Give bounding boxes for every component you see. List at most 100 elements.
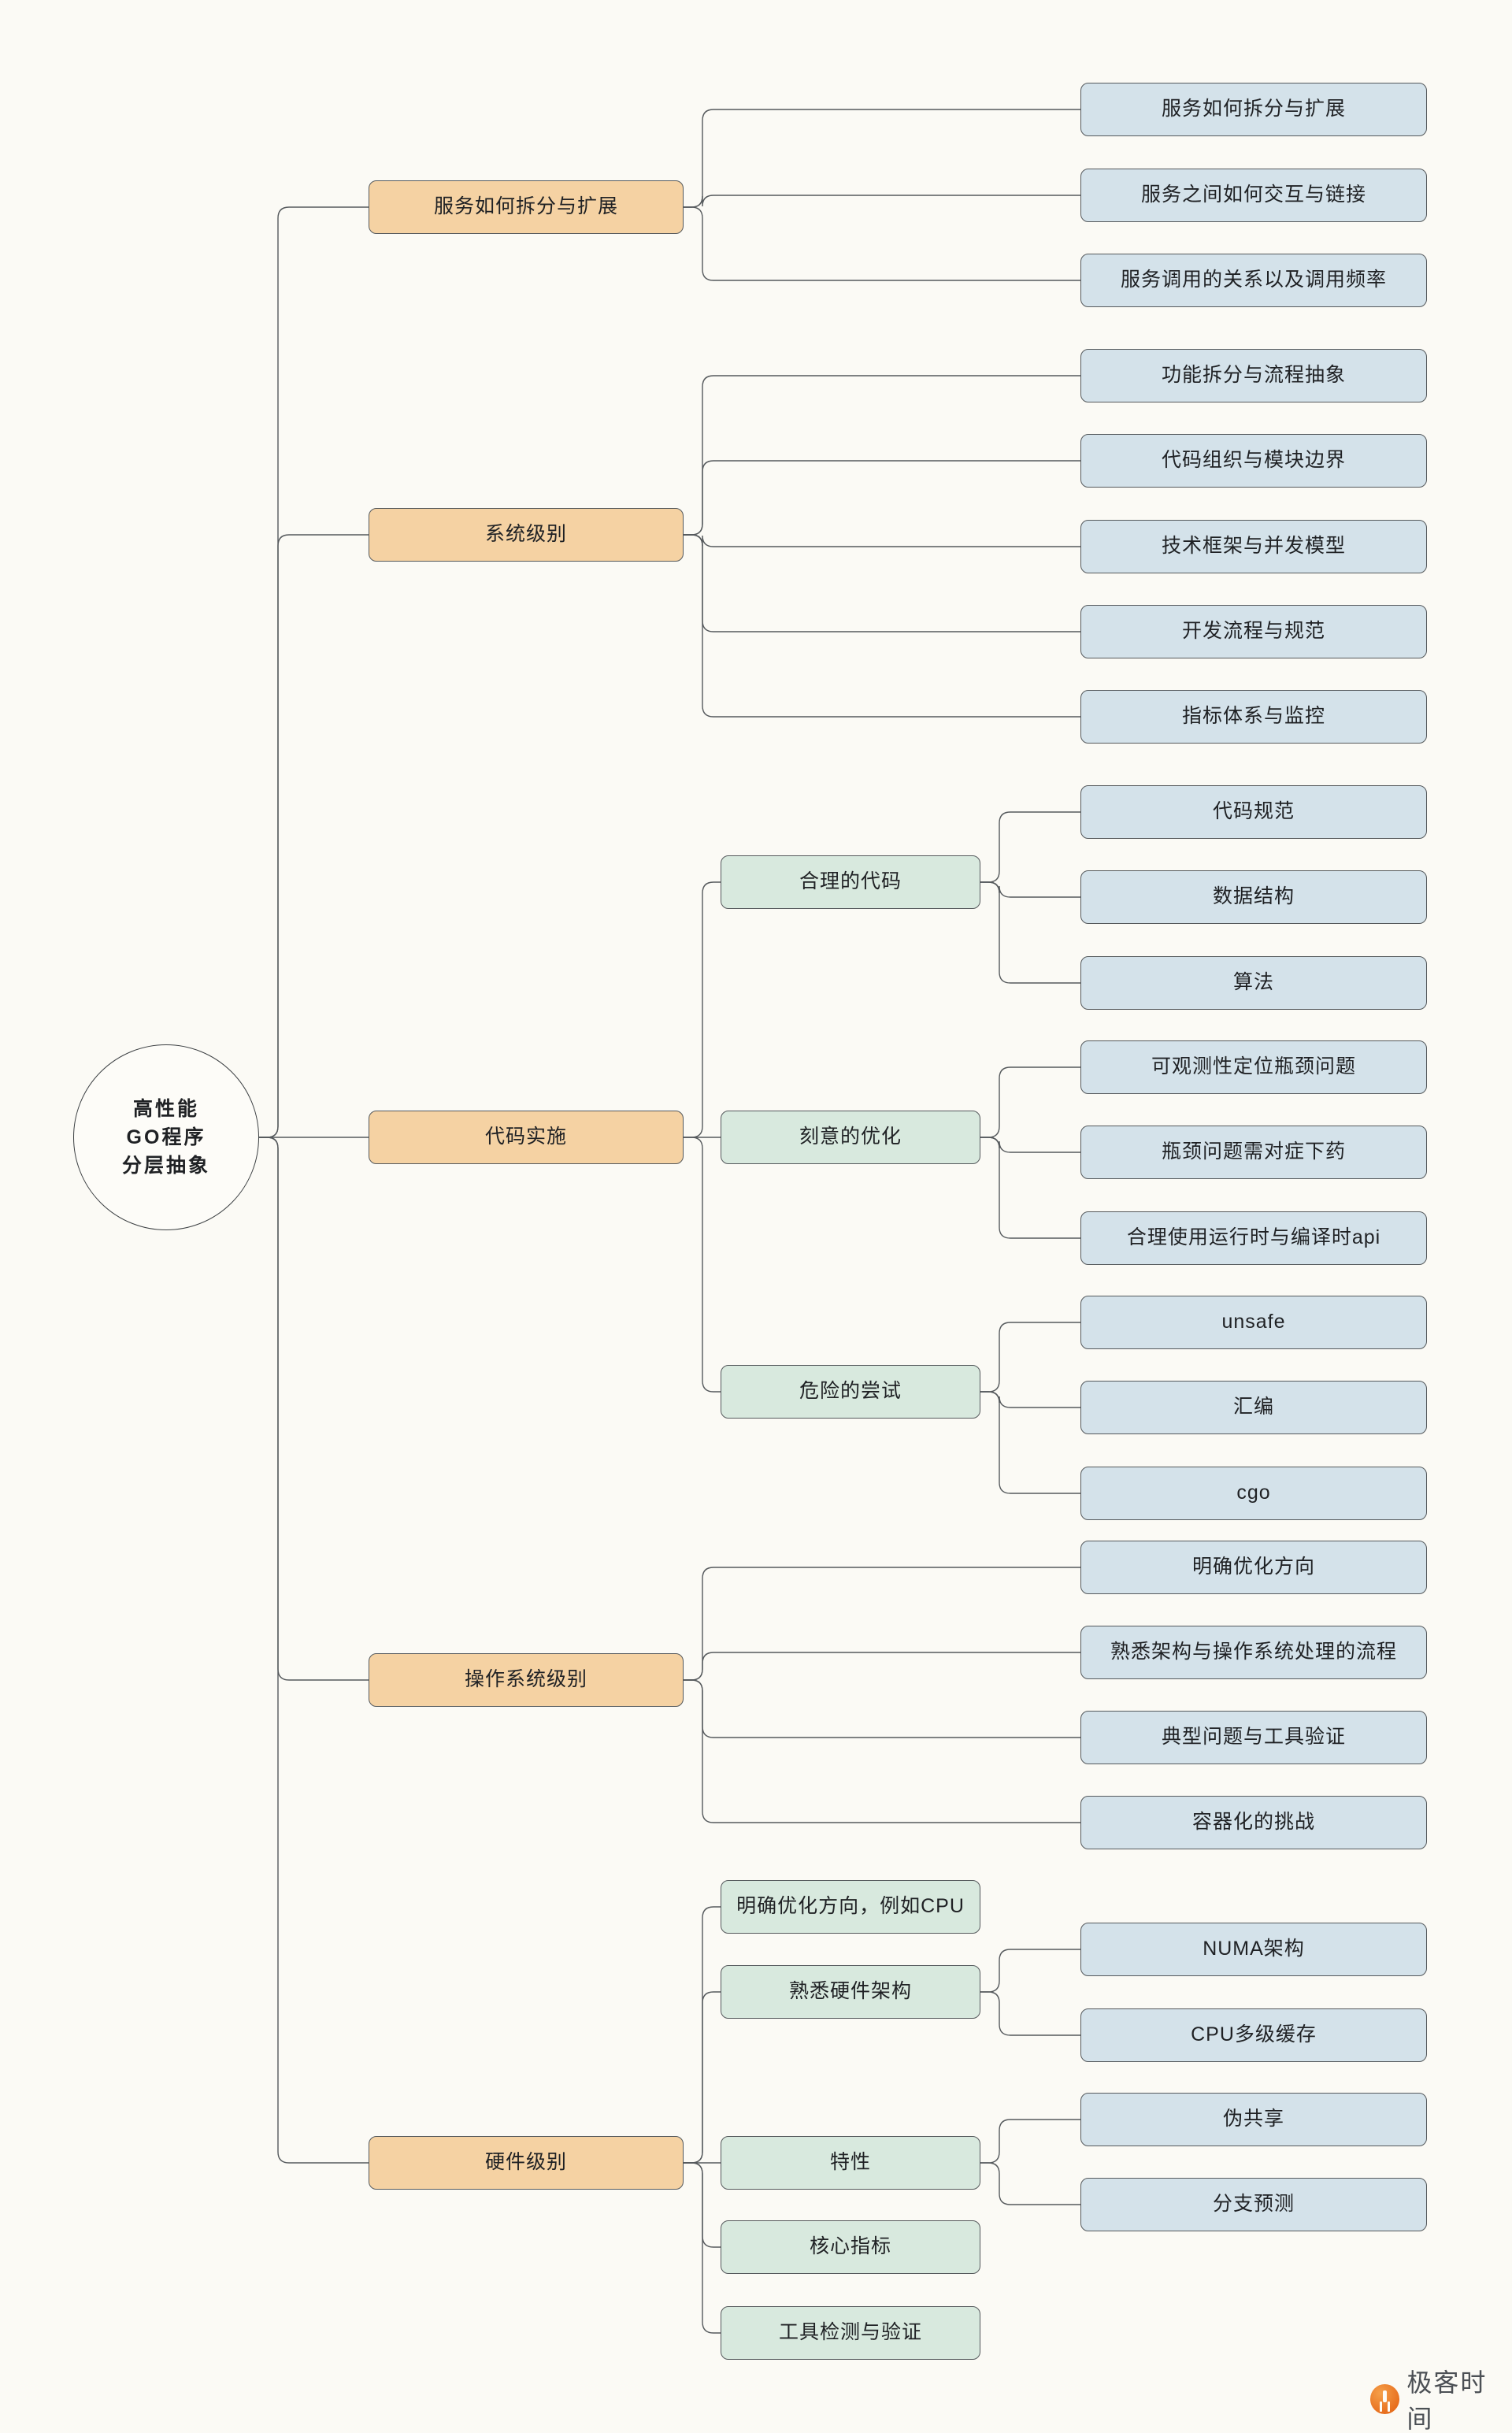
leaf-3-2[interactable]: 典型问题与工具验证 (1080, 1711, 1427, 1764)
leaf-2-1-1-label: 瓶颈问题需对症下药 (1161, 1140, 1346, 1163)
edge (684, 1137, 721, 1393)
leaf-2-0-1-label: 数据结构 (1212, 885, 1295, 908)
edge (684, 1652, 1080, 1681)
branch-1[interactable]: 系统级别 (369, 508, 684, 562)
leaf-1-2[interactable]: 技术框架与并发模型 (1080, 520, 1427, 573)
leaf-2-0-2[interactable]: 算法 (1080, 956, 1427, 1010)
leaf-2-2-0-label: unsafe (1221, 1311, 1286, 1333)
leaf-3-3-label: 容器化的挑战 (1191, 1811, 1315, 1834)
watermark-label: 极客时间 (1406, 2368, 1488, 2433)
sub-4-1-label: 熟悉硬件架构 (788, 1980, 912, 2003)
branch-4-label: 硬件级别 (484, 2151, 567, 2174)
leaf-3-0[interactable]: 明确优化方向 (1080, 1541, 1427, 1594)
edge (684, 109, 1080, 208)
branch-3[interactable]: 操作系统级别 (369, 1653, 684, 1707)
leaf-1-3-label: 开发流程与规范 (1181, 620, 1325, 643)
branch-4[interactable]: 硬件级别 (369, 2136, 684, 2190)
leaf-4-1-1-label: CPU多级缓存 (1191, 2023, 1317, 2046)
sub-4-0[interactable]: 明确优化方向，例如CPU (721, 1880, 980, 1934)
leaf-4-2-0[interactable]: 伪共享 (1080, 2093, 1427, 2146)
edge (259, 1137, 369, 1681)
leaf-1-3[interactable]: 开发流程与规范 (1080, 605, 1427, 658)
leaf-3-3[interactable]: 容器化的挑战 (1080, 1796, 1427, 1849)
edge (980, 1322, 1080, 1393)
edge (259, 534, 369, 1138)
leaf-1-4[interactable]: 指标体系与监控 (1080, 690, 1427, 744)
sub-4-2[interactable]: 特性 (721, 2136, 980, 2190)
sub-4-4[interactable]: 工具检测与验证 (721, 2306, 980, 2360)
leaf-3-2-label: 典型问题与工具验证 (1161, 1726, 1346, 1749)
leaf-2-0-2-label: 算法 (1232, 971, 1274, 994)
sub-2-0-label: 合理的代码 (799, 870, 902, 893)
leaf-0-2[interactable]: 服务调用的关系以及调用频率 (1080, 254, 1427, 307)
leaf-2-1-1[interactable]: 瓶颈问题需对症下药 (1080, 1126, 1427, 1179)
edge (684, 1567, 1080, 1681)
root-line-2: 分层抽象 (121, 1155, 210, 1178)
sub-4-3[interactable]: 核心指标 (721, 2220, 980, 2274)
leaf-1-0-label: 功能拆分与流程抽象 (1161, 364, 1346, 387)
leaf-2-2-1-label: 汇编 (1232, 1396, 1274, 1419)
edge (684, 460, 1080, 536)
leaf-2-2-0[interactable]: unsafe (1080, 1296, 1427, 1349)
edge (980, 881, 1080, 898)
leaf-2-0-1[interactable]: 数据结构 (1080, 870, 1427, 924)
sub-4-1[interactable]: 熟悉硬件架构 (721, 1965, 980, 2019)
edge (980, 1391, 1080, 1494)
branch-0[interactable]: 服务如何拆分与扩展 (369, 180, 684, 234)
edge (684, 195, 1080, 208)
leaf-2-0-0[interactable]: 代码规范 (1080, 785, 1427, 839)
leaf-3-0-label: 明确优化方向 (1191, 1556, 1315, 1578)
edge (684, 1679, 1080, 1823)
leaf-1-0[interactable]: 功能拆分与流程抽象 (1080, 349, 1427, 402)
edge (980, 1137, 1080, 1239)
branch-3-label: 操作系统级别 (464, 1668, 587, 1691)
sub-4-2-label: 特性 (829, 2151, 871, 2174)
leaf-2-1-2[interactable]: 合理使用运行时与编译时api (1080, 1211, 1427, 1265)
leaf-1-1-label: 代码组织与模块边界 (1161, 449, 1346, 472)
leaf-2-2-1[interactable]: 汇编 (1080, 1381, 1427, 1434)
leaf-4-1-1[interactable]: CPU多级缓存 (1080, 2008, 1427, 2062)
edge (980, 1949, 1080, 1993)
leaf-2-1-0[interactable]: 可观测性定位瓶颈问题 (1080, 1040, 1427, 1094)
geekbang-logo-icon (1370, 2384, 1400, 2414)
edge (684, 2162, 721, 2248)
leaf-2-2-2-label: cgo (1236, 1482, 1271, 1504)
sub-4-4-label: 工具检测与验证 (778, 2321, 922, 2344)
sub-2-0[interactable]: 合理的代码 (721, 855, 980, 909)
edge (684, 1991, 721, 2164)
leaf-2-1-0-label: 可观测性定位瓶颈问题 (1151, 1055, 1356, 1078)
sub-2-1[interactable]: 刻意的优化 (721, 1111, 980, 1164)
edge (684, 1679, 1080, 1738)
leaf-4-1-0-label: NUMA架构 (1203, 1938, 1305, 1960)
leaf-0-1[interactable]: 服务之间如何交互与链接 (1080, 169, 1427, 222)
edge (684, 1906, 721, 2164)
sub-2-1-label: 刻意的优化 (799, 1126, 902, 1148)
edge (684, 881, 721, 1138)
leaf-4-2-0-label: 伪共享 (1222, 2108, 1284, 2131)
leaf-0-2-label: 服务调用的关系以及调用频率 (1120, 269, 1387, 291)
branch-2[interactable]: 代码实施 (369, 1111, 684, 1164)
edge (980, 811, 1080, 883)
leaf-0-0[interactable]: 服务如何拆分与扩展 (1080, 83, 1427, 136)
leaf-2-2-2[interactable]: cgo (1080, 1467, 1427, 1520)
sub-2-2[interactable]: 危险的尝试 (721, 1365, 980, 1419)
edge (684, 534, 1080, 547)
leaf-1-2-label: 技术框架与并发模型 (1161, 535, 1346, 558)
root-line-1: GO程序 (126, 1126, 206, 1148)
leaf-2-1-2-label: 合理使用运行时与编译时api (1126, 1226, 1381, 1249)
branch-0-label: 服务如何拆分与扩展 (433, 195, 618, 218)
leaf-4-1-0[interactable]: NUMA架构 (1080, 1923, 1427, 1976)
edge (259, 206, 369, 1138)
edge (980, 2119, 1080, 2164)
leaf-1-1[interactable]: 代码组织与模块边界 (1080, 434, 1427, 488)
leaf-4-2-1-label: 分支预测 (1212, 2193, 1295, 2216)
leaf-4-2-1[interactable]: 分支预测 (1080, 2178, 1427, 2231)
edge (980, 881, 1080, 984)
branch-1-label: 系统级别 (484, 523, 567, 546)
edge (259, 1137, 369, 2164)
leaf-3-1[interactable]: 熟悉架构与操作系统处理的流程 (1080, 1626, 1427, 1679)
leaf-1-4-label: 指标体系与监控 (1181, 705, 1325, 728)
leaf-3-1-label: 熟悉架构与操作系统处理的流程 (1110, 1641, 1397, 1663)
